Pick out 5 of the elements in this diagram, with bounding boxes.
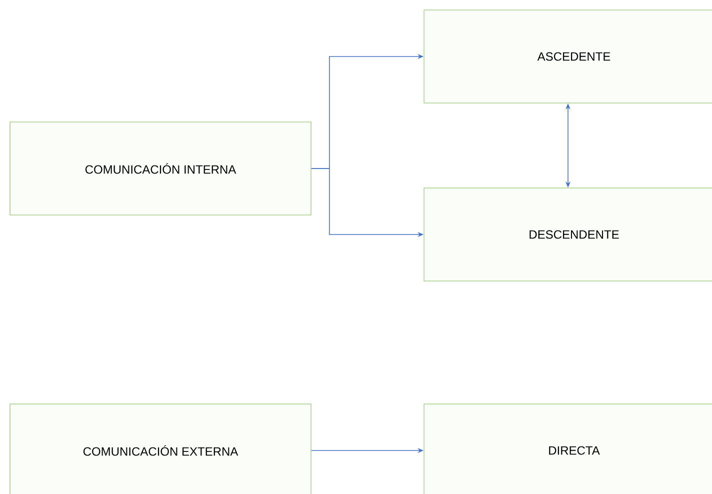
process-box: COMUNICACIÓN EXTERNA [10,404,312,494]
process-box: COMUNICACIÓN INTERNA [10,122,312,216]
process-box: ASCEDENTE [424,10,712,104]
process-box: DESCENDENTE [424,188,712,282]
process-box: DIRECTA [424,404,712,494]
